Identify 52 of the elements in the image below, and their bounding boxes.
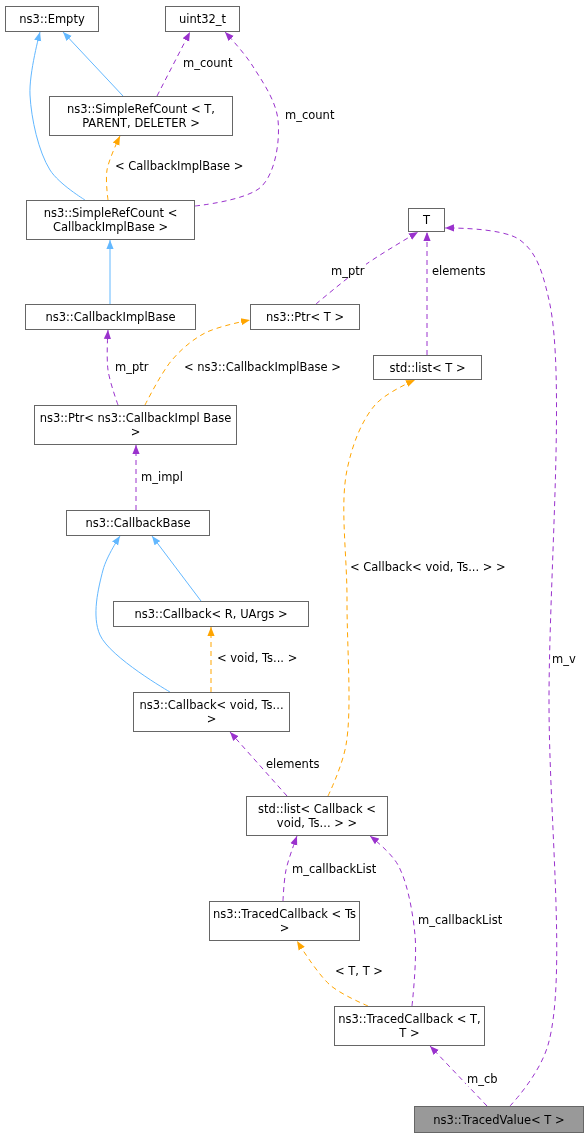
edge-label: < CallbackImplBase >	[114, 159, 245, 173]
arrow	[444, 224, 558, 1107]
class-box: std::list< T >	[373, 355, 482, 380]
arrow	[423, 231, 431, 356]
arrow	[315, 231, 419, 305]
arrow	[229, 731, 288, 797]
edge-label: < void, Ts... >	[216, 651, 299, 665]
arrow	[327, 379, 416, 797]
class-box: ns3::Callback< void, Ts... >	[133, 692, 290, 732]
arrow	[29, 31, 86, 201]
edge-label: m_count	[284, 108, 336, 122]
edge-label: elements	[265, 757, 321, 771]
edge-label: < T, T >	[334, 964, 384, 978]
edge-label: m_impl	[140, 470, 184, 484]
class-box: ns3::Ptr< T >	[250, 304, 360, 330]
arrow	[103, 329, 119, 406]
arrow	[207, 626, 215, 693]
arrow	[132, 444, 140, 511]
arrow	[95, 535, 171, 693]
edge-label: m_cb	[466, 1072, 499, 1086]
edge-label: elements	[431, 264, 487, 278]
arrow	[144, 318, 251, 406]
edge-label: m_callbackList	[291, 862, 378, 876]
class-box: ns3::TracedCallback < Ts >	[209, 901, 360, 941]
class-box: std::list< Callback < void, Ts... > >	[246, 796, 388, 836]
edge-label: m_ptr	[114, 360, 150, 374]
edge-label: m_ptr	[330, 264, 366, 278]
edge-label: < Callback< void, Ts... > >	[349, 560, 507, 574]
arrow	[62, 31, 124, 97]
class-box: ns3::CallbackBase	[66, 510, 210, 536]
class-box: ns3::TracedValue< T >	[414, 1106, 584, 1133]
arrow	[194, 31, 279, 207]
arrow	[156, 31, 191, 97]
arrow	[429, 1045, 488, 1107]
class-box: ns3::Empty	[5, 6, 99, 32]
edge-label: m_callbackList	[417, 913, 504, 927]
arrow	[106, 239, 114, 305]
class-box: ns3::TracedCallback < T, T >	[334, 1006, 485, 1046]
edge-label: < ns3::CallbackImplBase >	[183, 360, 342, 374]
class-box: ns3::Ptr< ns3::CallbackImpl Base >	[34, 405, 237, 445]
class-box: ns3::SimpleRefCount < T, PARENT, DELETER >	[49, 96, 233, 136]
arrow	[105, 135, 121, 201]
arrow	[296, 940, 369, 1007]
class-box: uint32_t	[165, 6, 240, 32]
arrow	[282, 835, 298, 902]
arrow	[151, 535, 202, 602]
class-box: T	[408, 208, 445, 232]
edge-label: m_count	[182, 56, 234, 70]
class-box: ns3::CallbackImplBase	[25, 304, 196, 330]
class-box: ns3::Callback< R, UArgs >	[113, 601, 309, 627]
class-box: ns3::SimpleRefCount < CallbackImplBase >	[26, 200, 195, 240]
arrow	[369, 835, 417, 1007]
